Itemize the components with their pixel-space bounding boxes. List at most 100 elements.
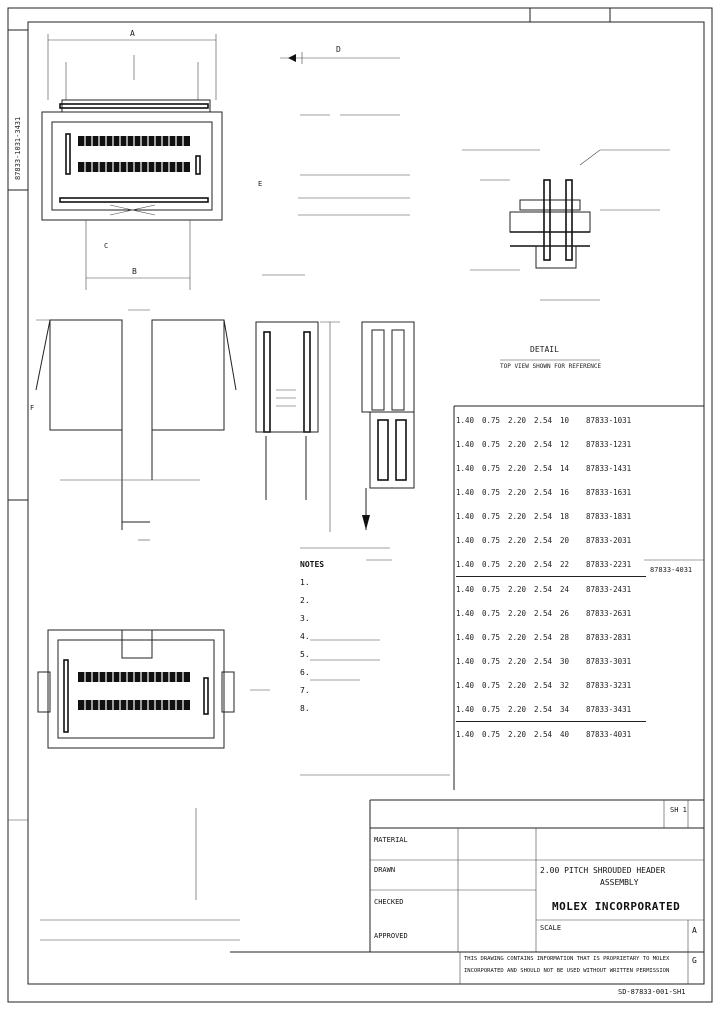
sheet-border	[7, 7, 713, 1003]
title-block	[230, 799, 704, 984]
table-cell: 2.20	[508, 439, 527, 449]
table-side-label: 87833-4031	[650, 566, 693, 574]
dim-d: D	[336, 45, 341, 54]
table-cell: 2.20	[508, 535, 527, 545]
table-cell: 0.75	[482, 584, 501, 594]
top-view-header: A	[41, 29, 223, 290]
confidential-note-1: THIS DRAWING CONTAINS INFORMATION THAT I…	[464, 956, 670, 962]
pin-row-lower	[78, 162, 190, 172]
dim-a: A	[130, 29, 135, 38]
dim-f: F	[30, 404, 34, 412]
table-cell: 87833-3231	[586, 680, 632, 690]
table-cell: 24	[560, 584, 570, 594]
table-cell: 87833-1631	[586, 487, 632, 497]
table-cell: 0.75	[482, 680, 501, 690]
table-cell: 2.20	[508, 463, 527, 473]
table-cell: 1.40	[456, 704, 475, 714]
table-cell: 2.54	[534, 463, 553, 473]
table-cell: 2.20	[508, 632, 527, 642]
table-cell: 0.75	[482, 729, 501, 739]
table-cell: 2.54	[534, 415, 553, 425]
table-cell: 0.75	[482, 632, 501, 642]
table-cell: 1.40	[456, 632, 475, 642]
note-line: 5.	[300, 650, 310, 659]
table-cell: 2.54	[534, 680, 553, 690]
front-view: F	[30, 309, 237, 541]
title-line-1: 2.00 PITCH SHROUDED HEADER	[540, 866, 666, 875]
dim-c: C	[104, 242, 108, 250]
table-cell: 87833-1831	[586, 511, 632, 521]
end-view-top: D E	[258, 45, 410, 276]
table-cell: 87833-2431	[586, 584, 632, 594]
pin-row-bottom-upper	[78, 672, 190, 682]
table-cell: 10	[560, 415, 570, 425]
table-cell: 2.54	[534, 584, 553, 594]
table-cell: 28	[560, 632, 570, 642]
sheet-number: SH 1	[670, 806, 687, 814]
table-cell: 1.40	[456, 415, 475, 425]
note-line: 1.	[300, 578, 310, 587]
table-cell: 2.20	[508, 511, 527, 521]
table-cell: 2.54	[534, 608, 553, 618]
detail-caption: TOP VIEW SHOWN FOR REFERENCE	[500, 363, 602, 370]
table-cell: 87833-4031	[586, 729, 632, 739]
note-line: 7.	[300, 686, 310, 695]
table-cell: 14	[560, 463, 570, 473]
table-cell: 40	[560, 729, 570, 739]
table-cell: 0.75	[482, 463, 501, 473]
table-cell: 1.40	[456, 584, 475, 594]
note-line: 2.	[300, 596, 310, 605]
title-line-2: ASSEMBLY	[600, 878, 639, 887]
table-cell: 20	[560, 535, 570, 545]
cross-section-view	[361, 321, 415, 561]
material-label: MATERIAL	[374, 836, 408, 844]
table-cell: 26	[560, 608, 570, 618]
table-cell: 32	[560, 680, 570, 690]
part-number-table	[453, 405, 704, 790]
table-cell: 12	[560, 439, 570, 449]
confidential-note-2: INCORPORATED AND SHOULD NOT BE USED WITH…	[464, 968, 670, 974]
drawn-label: DRAWN	[374, 866, 396, 874]
table-cell: 1.40	[456, 559, 475, 569]
table-cell: 87833-1031	[586, 415, 632, 425]
table-cell: 0.75	[482, 535, 501, 545]
detail-label: DETAIL	[530, 345, 559, 354]
document-number: SD-87833-001-SH1	[618, 988, 686, 996]
table-cell: 2.20	[508, 487, 527, 497]
side-margin-text: 87833-1031-3431	[14, 117, 22, 180]
table-cell: 1.40	[456, 487, 475, 497]
table-cell: 0.75	[482, 511, 501, 521]
table-cell: 2.20	[508, 656, 527, 666]
dim-e: E	[258, 180, 262, 188]
table-row: 1.40 0.75 2.20 2.54 24 87833-2431	[456, 577, 646, 601]
dim-b: B	[132, 267, 137, 276]
notes-block: NOTES 1. 2. 3. 4. 5. 6. 7. 8.	[300, 556, 450, 718]
table-cell: 2.20	[508, 415, 527, 425]
note-line: 8.	[300, 704, 310, 713]
notes-title: NOTES	[300, 560, 325, 569]
rev-label: G	[692, 956, 697, 965]
note-line: 4.	[300, 632, 310, 641]
table-cell: 1.40	[456, 608, 475, 618]
table-cell: 2.20	[508, 584, 527, 594]
table-cell: 18	[560, 511, 570, 521]
table-cell: 22	[560, 559, 570, 569]
table-cell: 87833-1231	[586, 439, 632, 449]
table-cell: 87833-2631	[586, 608, 632, 618]
table-cell: 34	[560, 704, 570, 714]
table-cell: 2.54	[534, 439, 553, 449]
table-cell: 87833-2031	[586, 535, 632, 545]
table-cell: 2.20	[508, 704, 527, 714]
table-cell: 2.54	[534, 656, 553, 666]
table-cell: 2.20	[508, 559, 527, 569]
